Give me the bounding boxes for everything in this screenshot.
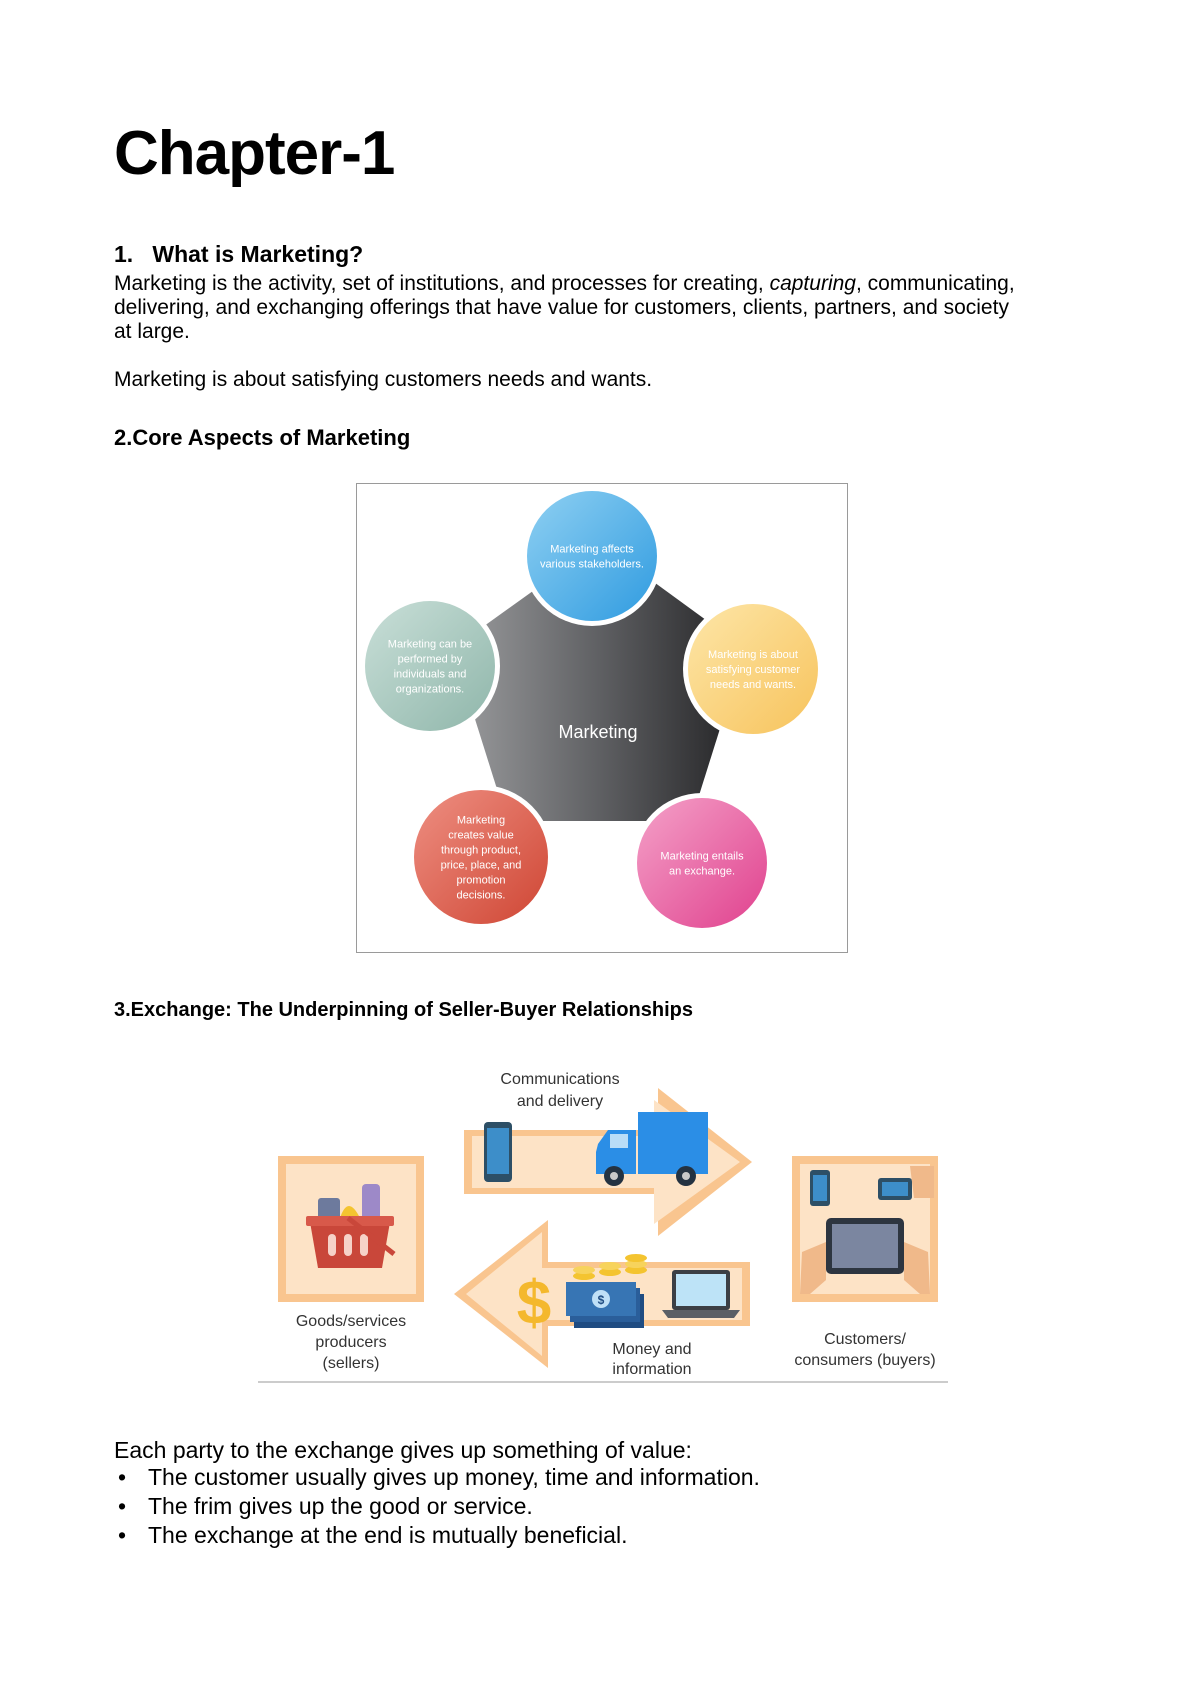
coins-icon (573, 1254, 647, 1280)
aspect-circle-text-line: Marketing can be (388, 639, 472, 651)
aspect-circle-text-line: promotion (457, 875, 506, 887)
heading-text: What is Marketing? (152, 241, 364, 267)
aspect-circle-text-line: individuals and (394, 669, 467, 681)
top-label-line-2: and delivery (517, 1093, 603, 1110)
needs-wants-paragraph: Marketing is about satisfying customers … (114, 368, 653, 391)
sellers-panel (278, 1156, 424, 1302)
aspect-circle-text-line: decisions. (457, 890, 506, 902)
aspect-circle-text-line: needs and wants. (710, 679, 796, 691)
aspect-circle-performers: Marketing can be performed by individuals … (360, 596, 500, 736)
buyers-label-line-2: consumers (buyers) (794, 1352, 935, 1369)
top-label-line-1: Communications (500, 1071, 619, 1088)
cash-symbol: $ (598, 1293, 605, 1307)
section-heading-exchange: 3.Exchange: The Underpinning of Seller-B… (114, 999, 693, 1021)
aspect-circle-text-line: an exchange. (669, 866, 735, 878)
phone-icon (484, 1122, 512, 1182)
sellers-label-line-2: producers (315, 1334, 386, 1351)
heading-number: 1. (114, 241, 134, 267)
delivery-truck-icon (596, 1112, 708, 1186)
laptop-icon (662, 1270, 740, 1318)
aspect-circle-stakeholders: Marketing affects various stakeholders. (522, 486, 662, 626)
section-heading-core-aspects: 2.Core Aspects of Marketing (114, 425, 411, 450)
aspect-circle-text-line: Marketing affects (550, 544, 634, 556)
definition-text-italic: capturing (769, 272, 856, 295)
section-heading-what-is-marketing: 1. What is Marketing? (114, 241, 363, 268)
core-aspects-diagram: Marketing Marketing affects various stake… (356, 483, 848, 953)
aspect-circle-text-line: satisfying customer (706, 664, 800, 676)
bullet-glyph: • (118, 1493, 127, 1519)
aspect-circle-exchange: Marketing entails an exchange. (632, 793, 772, 933)
dollar-sign-icon: $ (517, 1269, 551, 1338)
definition-text-b: , communicating, (855, 272, 1015, 295)
aspect-circle-text-line: organizations. (396, 684, 465, 696)
aspect-circle-text-line: through product, (441, 845, 521, 857)
aspect-circle-text-line: price, place, and (441, 860, 522, 872)
buyers-label-line-1: Customers/ (824, 1331, 906, 1348)
cash-stack-icon: $ (566, 1282, 644, 1328)
bullet-text: The frim gives up the good or service. (148, 1493, 533, 1519)
definition-line-2: delivering, and exchanging offerings tha… (114, 296, 1009, 319)
buyers-panel (792, 1156, 938, 1302)
bullet-text: The customer usually gives up money, tim… (148, 1464, 760, 1490)
definition-text-a: Marketing is the activity, set of instit… (114, 272, 770, 295)
aspect-circle-text-line: Marketing entails (660, 851, 744, 863)
bullet-item-3: • The exchange at the end is mutually ben… (114, 1521, 760, 1550)
value-bullet-list: • The customer usually gives up money, ti… (114, 1463, 760, 1550)
chapter-title: Chapter-1 (114, 119, 395, 188)
bullet-item-2: • The frim gives up the good or service. (114, 1492, 760, 1521)
aspect-circle-value-creation: Marketing creates value through product, pr… (409, 785, 553, 929)
aspect-circle-customer-needs: Marketing is about satisfying customer nee… (683, 599, 823, 739)
bottom-label-line-1: Money and (612, 1341, 691, 1358)
aspect-circle-text-line: various stakeholders. (540, 559, 644, 571)
bullet-text: The exchange at the end is mutually bene… (148, 1522, 628, 1548)
aspect-circle-text-line: creates value (448, 830, 513, 842)
aspect-circle-text-line: performed by (398, 654, 463, 666)
bullet-glyph: • (118, 1464, 127, 1490)
devices-icon (800, 1166, 934, 1294)
definition-line-1: Marketing is the activity, set of instit… (114, 272, 1015, 296)
shopping-basket-icon (306, 1184, 396, 1268)
aspect-circle-text-line: Marketing is about (708, 649, 798, 661)
marketing-pentagon (457, 549, 741, 821)
sellers-label-line-1: Goods/services (296, 1313, 406, 1330)
bullet-item-1: • The customer usually gives up money, ti… (114, 1463, 760, 1492)
aspect-circle-text-line: Marketing (457, 815, 505, 827)
exchange-diagram: Communications and delivery $ $ (258, 1071, 948, 1383)
bullet-glyph: • (118, 1522, 127, 1548)
marketing-center-label: Marketing (558, 722, 637, 742)
bottom-label-line-2: information (612, 1361, 691, 1378)
sellers-label-line-3: (sellers) (323, 1355, 380, 1372)
exchange-intro: Each party to the exchange gives up some… (114, 1437, 692, 1463)
definition-line-3: at large. (114, 320, 190, 343)
